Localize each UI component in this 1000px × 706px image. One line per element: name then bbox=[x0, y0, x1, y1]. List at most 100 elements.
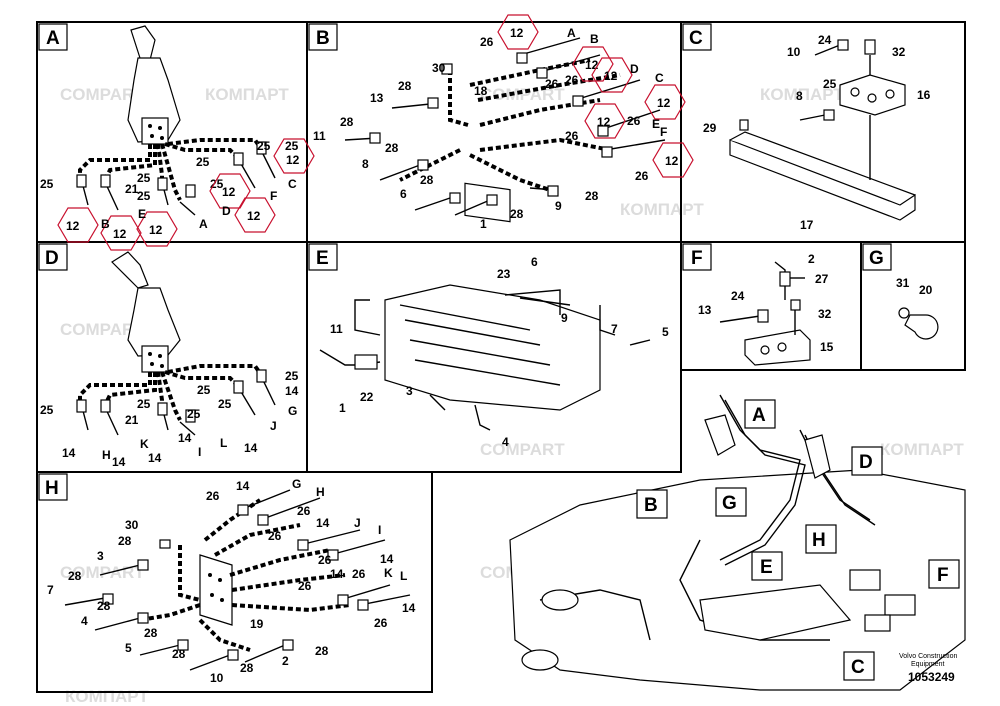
part-number-label: 7 bbox=[611, 322, 618, 336]
part-number-label: A bbox=[199, 217, 208, 231]
watermark-kompart: КОМПАРТ bbox=[760, 85, 844, 104]
ref-hex-12 bbox=[497, 14, 539, 50]
part-number-label: 28 bbox=[398, 79, 412, 93]
part-number-label: D bbox=[222, 204, 231, 218]
part-number-label: 28 bbox=[172, 647, 186, 661]
part-number-label: E bbox=[760, 557, 773, 578]
part-number-label: 15 bbox=[820, 340, 834, 354]
joystick-left bbox=[704, 414, 736, 456]
part-number-label: H bbox=[812, 530, 826, 551]
part-number-label: G bbox=[292, 477, 301, 491]
part-number-label: 25 bbox=[137, 397, 151, 411]
part-number-label: I bbox=[198, 445, 201, 459]
brand-line-2: Equipment bbox=[911, 661, 945, 668]
ref-hex-12 bbox=[136, 211, 178, 247]
part-number-label: A bbox=[567, 26, 576, 40]
part-number-label: 12 bbox=[286, 153, 300, 167]
fittings-h bbox=[102, 504, 369, 661]
part-number-label: 25 bbox=[137, 171, 151, 185]
panel-h-drawing: 14 G 26 H 26 14 J 30 28 26 3 28 7 28 4 2… bbox=[47, 477, 416, 685]
part-number-label: K bbox=[384, 566, 393, 580]
part-number-label: 21 bbox=[125, 182, 139, 196]
part-number-label: 30 bbox=[125, 518, 139, 532]
joystick-right bbox=[804, 434, 831, 479]
panel-c-drawing: 24 10 32 25 16 8 29 17 bbox=[703, 33, 931, 232]
part-number-label: 17 bbox=[800, 218, 814, 232]
part-number-label: 19 bbox=[250, 617, 264, 631]
part-number-label: G bbox=[722, 493, 737, 514]
part-number-label: D bbox=[630, 62, 639, 76]
part-number-label: 14 bbox=[148, 451, 162, 465]
part-number-label: 20 bbox=[919, 283, 933, 297]
part-number-label: L bbox=[220, 436, 227, 450]
part-number-label: B bbox=[101, 217, 110, 231]
part-number-label: 6 bbox=[531, 255, 538, 269]
part-number-label: 26 bbox=[206, 489, 220, 503]
panel-g-drawing: 31 20 bbox=[896, 276, 939, 340]
section-label-b: B bbox=[308, 23, 338, 51]
watermark-compart: COMPART bbox=[60, 320, 145, 339]
part-number-label: 7 bbox=[47, 583, 54, 597]
panel-d-drawing: 25 25 25 21 25 25 25 14 14 14 14 14 14 G… bbox=[40, 251, 299, 469]
part-number-label: 28 bbox=[510, 207, 524, 221]
clamp-20 bbox=[904, 314, 939, 340]
fittings-b bbox=[369, 52, 613, 206]
ref-hex-12 bbox=[273, 138, 315, 174]
part-number-label: B bbox=[590, 32, 599, 46]
part-number-label: 28 bbox=[340, 115, 354, 129]
part-number-label: 26 bbox=[268, 529, 282, 543]
part-number-label: 25 bbox=[40, 403, 54, 417]
bracket-17 bbox=[729, 139, 916, 221]
part-number-label: 28 bbox=[420, 173, 434, 187]
part-number-label: E bbox=[138, 207, 146, 221]
part-number-label: F bbox=[660, 125, 667, 139]
ref-hex-12 bbox=[57, 207, 99, 243]
watermark-compart: COMPART bbox=[60, 563, 145, 582]
panel-g-frame bbox=[860, 241, 966, 371]
overview-label-f: F bbox=[928, 559, 960, 589]
joystick-a bbox=[127, 25, 181, 145]
part-number-label: 14 bbox=[330, 567, 344, 581]
part-number-label: 25 bbox=[823, 77, 837, 91]
part-number-label: 25 bbox=[285, 139, 299, 153]
footer-brand: Volvo Construction Equipment 1053249 bbox=[899, 653, 957, 684]
part-number-label: 12 bbox=[247, 209, 261, 223]
part-number-label: 25 bbox=[218, 397, 232, 411]
section-label-g: G bbox=[862, 243, 892, 271]
part-number-label: 14 bbox=[178, 431, 192, 445]
part-number-label: 28 bbox=[240, 661, 254, 675]
part-number-label: H bbox=[102, 448, 111, 462]
part-number-label: K bbox=[140, 437, 149, 451]
part-number-label: B bbox=[316, 28, 330, 49]
part-number-label: 5 bbox=[125, 641, 132, 655]
overview-label-d: D bbox=[851, 446, 883, 476]
part-number-label: C bbox=[655, 71, 664, 85]
overview-label-h: H bbox=[805, 524, 837, 554]
part-number-label: 28 bbox=[68, 569, 82, 583]
part-number-label: 24 bbox=[731, 289, 745, 303]
part-number-label: 11 bbox=[330, 322, 343, 336]
section-label-f: F bbox=[682, 243, 712, 271]
fittings-d bbox=[76, 369, 267, 423]
screw-31 bbox=[898, 307, 910, 319]
part-number-label: 25 bbox=[257, 139, 271, 153]
part-number-label: 18 bbox=[474, 84, 488, 98]
part-number-label: F bbox=[270, 189, 277, 203]
part-number-label: 12 bbox=[604, 69, 618, 83]
part-number-label: 25 bbox=[285, 369, 299, 383]
part-number-label: 14 bbox=[285, 384, 299, 398]
overview-label-g: G bbox=[715, 487, 747, 517]
figure-number: 1053249 bbox=[908, 670, 955, 684]
overview-label-a: A bbox=[744, 399, 776, 429]
watermark-kompart: КОМПАРТ bbox=[880, 440, 964, 459]
part-number-label: 13 bbox=[370, 91, 384, 105]
part-number-label: 26 bbox=[298, 579, 312, 593]
part-number-label: 6 bbox=[400, 187, 407, 201]
part-number-label: 14 bbox=[112, 455, 126, 469]
part-number-label: I bbox=[378, 523, 381, 537]
brand-line-1: Volvo Construction bbox=[899, 653, 957, 660]
part-number-label: 12 bbox=[222, 185, 236, 199]
part-number-label: H bbox=[45, 478, 59, 499]
part-number-label: 12 bbox=[665, 154, 679, 168]
